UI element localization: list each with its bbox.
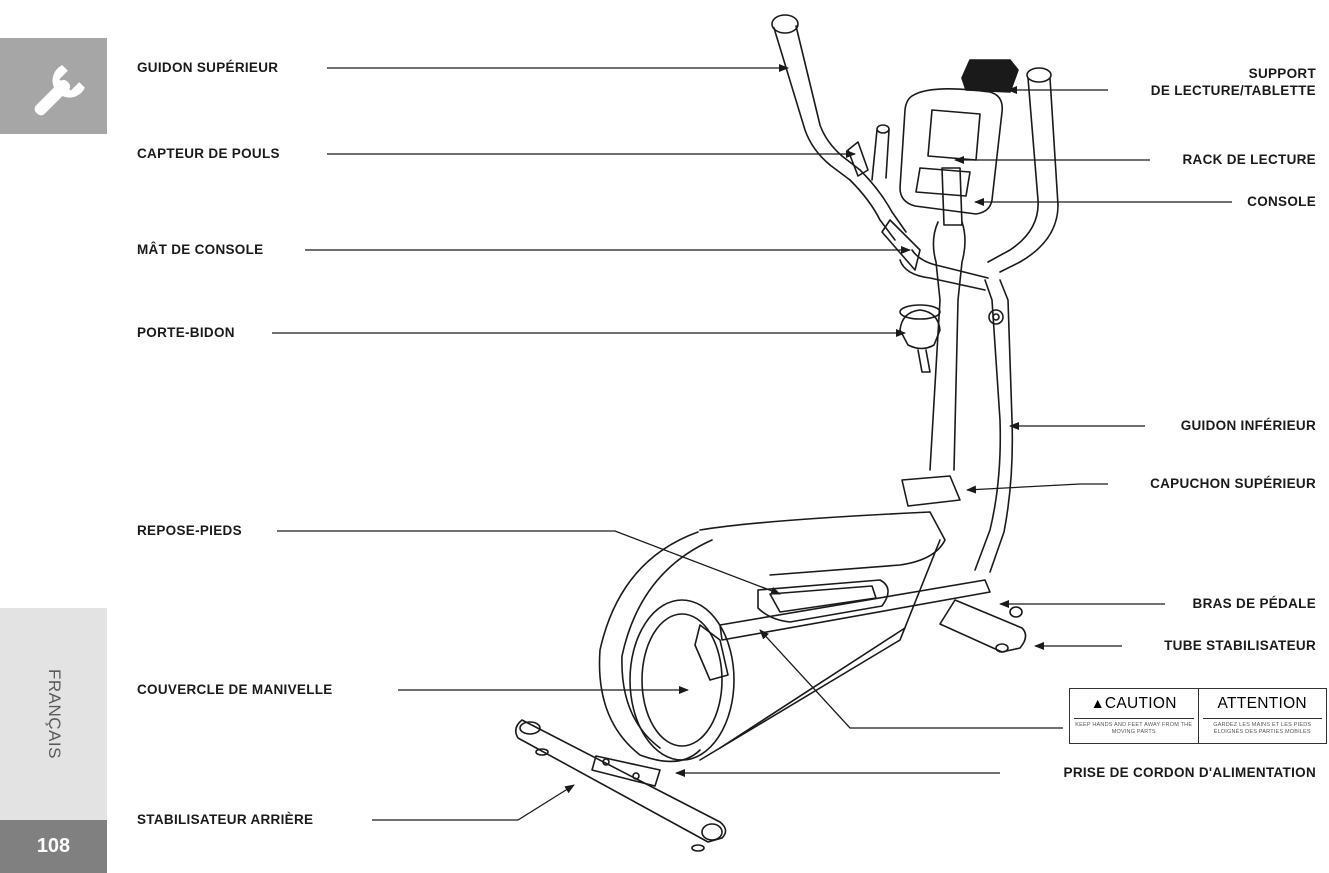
machine-drawing (514, 14, 1059, 852)
label-prise-cordon: PRISE DE CORDON D'ALIMENTATION (1063, 765, 1316, 780)
label-guidon-superieur: GUIDON SUPÉRIEUR (137, 60, 279, 75)
label-capuchon-superieur: CAPUCHON SUPÉRIEUR (1150, 476, 1316, 491)
warning-icon: ▲ (1090, 695, 1105, 711)
label-repose-pieds: REPOSE-PIEDS (137, 523, 242, 538)
label-support-line-1: SUPPORT (1248, 66, 1316, 81)
label-tube-stabilisateur: TUBE STABILISATEUR (1164, 638, 1316, 653)
label-capteur-pouls: CAPTEUR DE POULS (137, 146, 280, 161)
assembly-section-tab (0, 38, 107, 134)
label-console: CONSOLE (1247, 194, 1316, 209)
caution-title: CAUTION (1104, 695, 1177, 712)
language-tab (0, 608, 107, 820)
attention-title: ATTENTION (1217, 695, 1307, 712)
caution-sticker: ▲CAUTION KEEP HANDS AND FEET AWAY FROM T… (1069, 688, 1327, 744)
label-stabilisateur-arriere: STABILISATEUR ARRIÈRE (137, 812, 314, 827)
label-couvercle-manivelle: COUVERCLE DE MANIVELLE (137, 682, 333, 697)
page-number: 108 (0, 820, 107, 873)
label-bras-pedale: BRAS DE PÉDALE (1192, 596, 1316, 611)
leader-lines (272, 64, 1232, 821)
label-rack-lecture: RACK DE LECTURE (1182, 152, 1316, 167)
caution-french: ATTENTION GARDEZ LES MAINS ET LES PIEDS … (1197, 689, 1327, 743)
label-guidon-inferieur: GUIDON INFÉRIEUR (1180, 418, 1316, 433)
wrench-icon (34, 65, 85, 116)
caution-english: ▲CAUTION KEEP HANDS AND FEET AWAY FROM T… (1070, 689, 1198, 743)
label-mat-console: MÂT DE CONSOLE (137, 242, 264, 257)
attention-text: GARDEZ LES MAINS ET LES PIEDS ÉLOIGNÉS D… (1213, 722, 1312, 735)
caution-text: KEEP HANDS AND FEET AWAY FROM THE MOVING… (1075, 722, 1193, 735)
label-support-line-2: DE LECTURE/TABLETTE (1150, 83, 1316, 98)
label-porte-bidon: PORTE-BIDON (137, 325, 235, 340)
